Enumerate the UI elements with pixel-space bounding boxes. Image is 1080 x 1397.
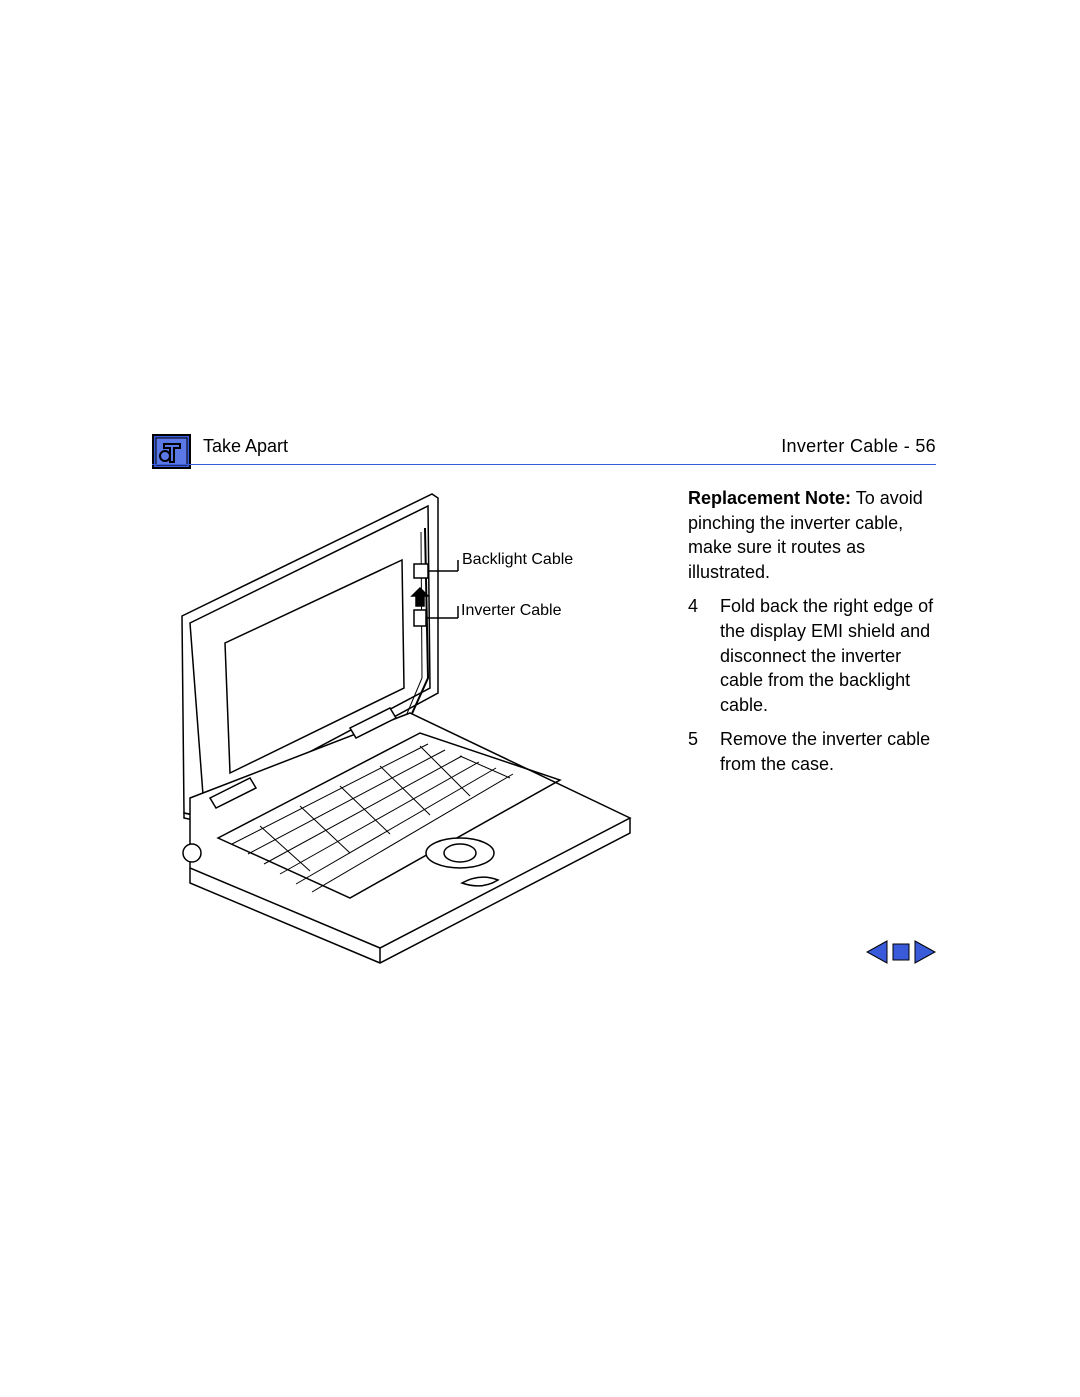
section-icon [152,434,192,470]
step-item: 4 Fold back the right edge of the displa… [688,594,948,717]
replacement-note: Replacement Note: To avoid pinching the … [688,486,948,584]
step-text: Remove the inverter cable from the case. [720,729,931,774]
laptop-illustration [170,488,640,968]
step-item: 5 Remove the inverter cable from the cas… [688,727,948,776]
step-number: 5 [688,729,699,750]
step-number: 4 [688,596,699,617]
note-text: To avoid pinching the inverter cable, ma… [688,488,923,582]
step-text: Fold back the right edge of the display … [720,596,934,715]
backlight-cable-label: Backlight Cable [462,551,574,568]
instructions: Replacement Note: To avoid pinching the … [688,486,948,787]
previous-page-icon[interactable] [865,940,888,969]
page-navigation [865,940,937,969]
next-page-icon[interactable] [914,940,937,969]
header-divider [152,464,936,465]
contents-icon[interactable] [892,943,910,966]
page-title: Inverter Cable - 56 [781,436,936,456]
inverter-cable-label: Inverter Cable [461,602,562,619]
section-title: Take Apart [203,436,289,456]
note-label: Replacement Note: [688,488,852,508]
